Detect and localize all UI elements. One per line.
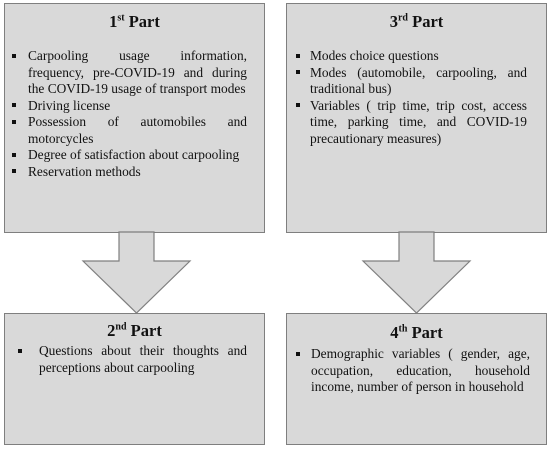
part-1-title-word: Part (128, 12, 160, 31)
part-2-title-word: Part (130, 321, 162, 340)
part-4-title: 4th Part (287, 323, 546, 343)
part-4-box: 4th Part Demographic variables ( gender,… (286, 313, 547, 445)
part-1-title: 1st Part (5, 12, 264, 32)
part-2-item-list: Questions about their thoughts and perce… (17, 343, 247, 376)
part-4-item: Demographic variables ( gender, age, occ… (296, 346, 530, 396)
part-1-item: Reservation methods (11, 164, 247, 181)
part-4-title-suffix: th (398, 323, 408, 335)
part-1-item-list: Carpooling usage information, frequency,… (11, 48, 247, 180)
part-3-title-word: Part (412, 12, 444, 31)
part-4-item-list: Demographic variables ( gender, age, occ… (296, 346, 530, 396)
part-1-item: Carpooling usage information, frequency,… (11, 48, 247, 98)
part-3-title-suffix: rd (397, 12, 408, 24)
part-3-item: Modes (automobile, carpooling, and tradi… (295, 65, 527, 98)
part-1-title-suffix: st (117, 12, 125, 24)
part-3-title: 3rd Part (287, 12, 546, 32)
part-1-item: Driving license (11, 98, 247, 115)
part-2-title: 2nd Part (5, 321, 264, 341)
part-2-item: Questions about their thoughts and perce… (17, 343, 247, 376)
part-2-title-suffix: nd (115, 321, 127, 333)
part-2-box: 2nd Part Questions about their thoughts … (4, 313, 265, 445)
part-1-box: 1st Part Carpooling usage information, f… (4, 3, 265, 233)
part-3-item: Variables ( trip time, trip cost, access… (295, 98, 527, 148)
part-1-item: Degree of satisfaction about carpooling (11, 147, 247, 164)
part-2-title-number: 2 (107, 321, 116, 340)
part-3-item-list: Modes choice questions Modes (automobile… (295, 48, 527, 147)
part-4-title-word: Part (411, 323, 443, 342)
part-1-title-number: 1 (109, 12, 118, 31)
part-4-title-number: 4 (390, 323, 399, 342)
part-3-title-number: 3 (389, 12, 398, 31)
part-1-item: Possession of automobiles and motorcycle… (11, 114, 247, 147)
part-3-item: Modes choice questions (295, 48, 527, 65)
part-3-box: 3rd Part Modes choice questions Modes (a… (286, 3, 547, 233)
